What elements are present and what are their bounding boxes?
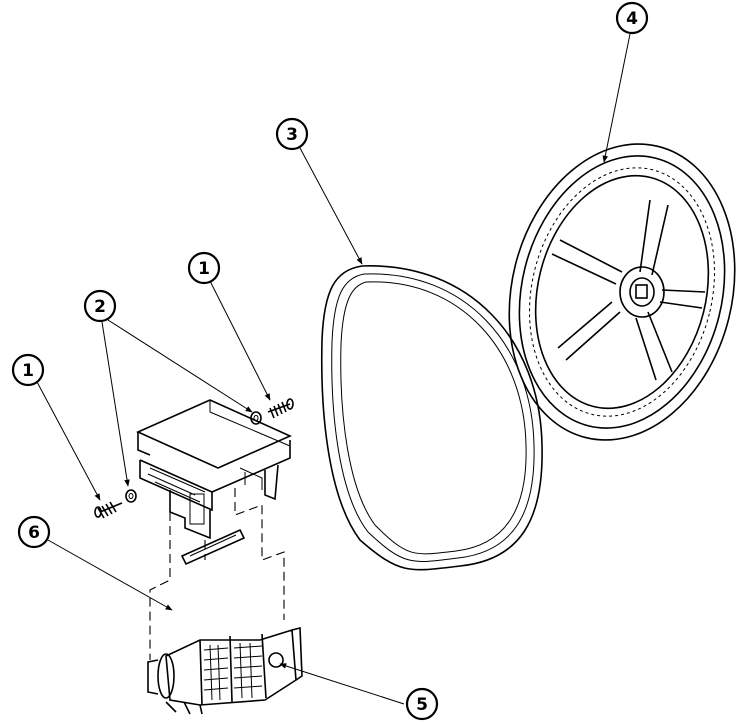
leader-c2-right xyxy=(107,319,253,413)
leader-c1b xyxy=(208,278,271,401)
leader-c3 xyxy=(299,147,363,265)
motor-clip-rod xyxy=(180,528,246,566)
callout-6: 6 xyxy=(17,515,51,549)
motor-mount-bracket xyxy=(136,399,292,540)
leader-c1a xyxy=(35,379,101,501)
callout-1-left: 1 xyxy=(11,353,45,387)
leader-lines xyxy=(35,33,631,705)
svg-text:6: 6 xyxy=(28,523,40,543)
leader-c4 xyxy=(602,33,631,163)
drive-belt xyxy=(320,265,543,571)
svg-text:1: 1 xyxy=(198,259,210,279)
pulley-hub xyxy=(619,266,665,318)
washer-right xyxy=(250,411,262,425)
callout-5: 5 xyxy=(405,687,439,721)
drive-motor xyxy=(147,626,303,715)
callout-4: 4 xyxy=(615,1,649,35)
leader-c2-left xyxy=(101,321,130,487)
callout-1-right: 1 xyxy=(187,251,221,285)
motor-windings xyxy=(203,642,263,701)
drum-pulley xyxy=(508,143,736,441)
callout-2: 2 xyxy=(83,289,117,323)
leader-c6 xyxy=(47,539,173,611)
leader-c5 xyxy=(279,663,405,705)
callout-3: 3 xyxy=(275,117,309,151)
screw-right xyxy=(267,398,294,419)
pulley-spokes xyxy=(551,199,706,381)
svg-text:5: 5 xyxy=(416,695,428,715)
screw-left xyxy=(94,501,123,519)
svg-text:1: 1 xyxy=(22,361,34,381)
washer-left xyxy=(125,489,137,503)
assembly-guide-lines xyxy=(149,488,285,660)
svg-text:3: 3 xyxy=(286,125,298,145)
svg-text:2: 2 xyxy=(94,297,106,317)
svg-text:4: 4 xyxy=(626,9,638,29)
